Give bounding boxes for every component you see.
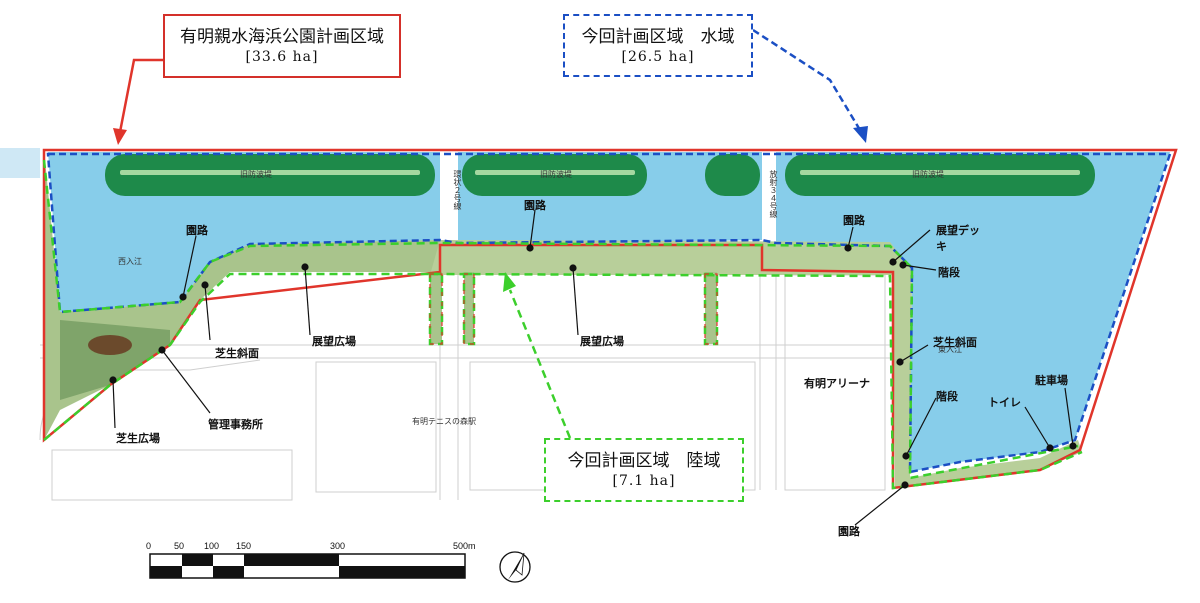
label-enro-east: 園路 [843, 215, 865, 227]
legend-water-area-size: [26.5 ha] [621, 49, 695, 65]
label-arena: 有明アリーナ [804, 378, 870, 390]
pier-3 [705, 272, 717, 344]
label-higashi-irie: 東入江 [938, 345, 962, 354]
label-shibafu-hiroba: 芝生広場 [116, 433, 160, 445]
scale-tick-0: 0 [146, 541, 152, 551]
label-tennis-station: 有明テニスの森駅 [412, 417, 476, 426]
left-edge-water [0, 148, 40, 178]
water-area-boundary [46, 152, 1172, 474]
shibafu-hiroba-area [60, 320, 170, 400]
promenade-land [430, 240, 910, 275]
legend-total-area-title: 有明親水海浜公園計画区域 [180, 27, 384, 47]
land-area-boundary [42, 159, 1083, 490]
label-road-houshya-34: 放射３４号線 [769, 170, 778, 218]
label-enro-south: 園路 [838, 526, 860, 538]
scale-tick-500m: 500m [453, 541, 476, 551]
legend-land-area: 今回計画区域 陸域 [7.1 ha] [544, 438, 744, 502]
label-toilet: トイレ [988, 397, 1021, 409]
label-kyu-bouhatei-3: 旧防波堤 [912, 170, 944, 179]
label-kaidan-south: 階段 [936, 391, 958, 403]
management-office-roof [88, 335, 132, 355]
label-tenbou-deck-2: キ [936, 241, 947, 253]
water-area-arrow [752, 28, 868, 143]
callout-leaders [109, 209, 1077, 526]
total-area-arrow [113, 58, 163, 145]
legend-water-area: 今回計画区域 水域 [26.5 ha] [563, 14, 753, 77]
scale-tick-50: 50 [174, 541, 185, 551]
legend-land-area-size: [7.1 ha] [612, 473, 676, 489]
east-inlet-water [776, 152, 1170, 472]
label-tenbou-hiroba-west: 展望広場 [312, 336, 356, 348]
pier-1 [430, 272, 442, 344]
pier-2 [464, 272, 474, 344]
scale-tick-100: 100 [204, 541, 220, 551]
label-kanri-jimusho: 管理事務所 [208, 419, 263, 431]
label-tenbou-hiroba-center: 展望広場 [580, 336, 624, 348]
scale-tick-150: 150 [236, 541, 252, 551]
label-shibafu-shamen-east: 芝生斜面 [933, 337, 977, 349]
label-shibafu-shamen-west: 芝生斜面 [215, 348, 259, 360]
legend-land-area-title: 今回計画区域 陸域 [567, 451, 721, 471]
scale-tick-300: 300 [330, 541, 346, 551]
scale-bar [149, 553, 466, 579]
label-parking: 駐車場 [1035, 375, 1068, 387]
legend-water-area-title: 今回計画区域 水域 [581, 27, 735, 47]
legend-total-area: 有明親水海浜公園計画区域 [33.6 ha] [163, 14, 401, 78]
label-enro-center: 園路 [524, 200, 546, 212]
label-enro-west: 園路 [186, 225, 208, 237]
breakwater-lines [120, 170, 1080, 175]
label-tenbou-deck-1: 展望デッ [936, 225, 980, 237]
label-kaidan-north: 階段 [938, 267, 960, 279]
land-area-arrow [503, 272, 572, 439]
north-arrow-icon [499, 551, 531, 583]
label-kyu-bouhatei-1: 旧防波堤 [240, 170, 272, 179]
label-road-kanjo-2: 環状２号線 [453, 170, 462, 210]
label-nishi-irie: 西入江 [118, 257, 142, 266]
label-kyu-bouhatei-2: 旧防波堤 [540, 170, 572, 179]
legend-total-area-size: [33.6 ha] [245, 49, 319, 65]
